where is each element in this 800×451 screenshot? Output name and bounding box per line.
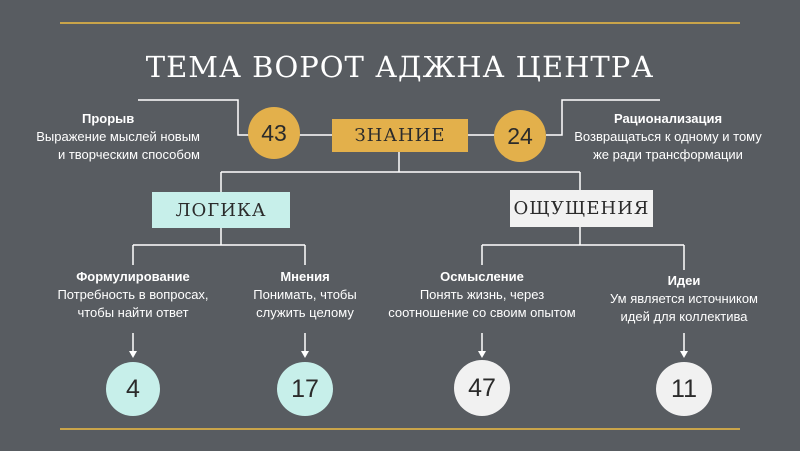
arrowhead-3 (478, 351, 486, 358)
arrowhead-2 (301, 351, 309, 358)
leaf-2-line-2: служить целому (256, 305, 354, 320)
gate-4-circle: 4 (106, 362, 160, 416)
connector-right-top (546, 99, 660, 136)
leaf-4-heading: Идеи (667, 273, 701, 288)
feelings-box: ОЩУЩЕНИЯ (510, 190, 653, 227)
page-title: ТЕМА ВОРОТ АДЖНА ЦЕНТРА (145, 50, 655, 84)
leaf-ideas: Идеи Ум является источником идей для кол… (594, 272, 774, 326)
leaf-3-heading: Осмысление (440, 269, 524, 284)
leaf-4-line-2: идей для коллектива (620, 309, 748, 324)
right-top-description: Рационализация Возвращаться к одному и т… (570, 110, 766, 164)
leaf-1-line-1: Потребность в вопросах, (57, 287, 209, 302)
leaf-3-line-2: соотношение со своим опытом (388, 305, 576, 320)
top-divider (60, 22, 740, 24)
logic-box: ЛОГИКА (152, 192, 290, 228)
gate-24-circle: 24 (494, 110, 546, 162)
left-top-line-2: и творческим способом (57, 147, 200, 162)
leaf-3-line-1: Понять жизнь, через (419, 287, 545, 302)
arrowhead-4 (680, 351, 688, 358)
gate-43-circle: 43 (248, 107, 300, 159)
gate-11-circle: 11 (656, 362, 712, 416)
right-top-heading: Рационализация (613, 111, 723, 126)
connector-left-top (138, 99, 250, 136)
bottom-divider (60, 428, 740, 430)
left-top-heading: Прорыв (82, 111, 135, 126)
leaf-4-line-1: Ум является источником (610, 291, 758, 306)
leaf-2-heading: Мнения (280, 269, 330, 284)
right-top-line-1: Возвращаться к одному и тому (574, 129, 762, 144)
leaf-opinions: Мнения Понимать, чтобы служить целому (230, 268, 380, 322)
center-knowledge-box: ЗНАНИЕ (332, 119, 468, 152)
arrowhead-1 (129, 351, 137, 358)
leaf-formulation: Формулирование Потребность в вопросах, ч… (38, 268, 228, 322)
leaf-comprehension: Осмысление Понять жизнь, через соотношен… (372, 268, 592, 322)
leaf-1-heading: Формулирование (76, 269, 190, 284)
gate-17-circle: 17 (277, 362, 333, 416)
left-top-line-1: Выражение мыслей новым (36, 129, 200, 144)
right-top-line-2: же ради трансформации (593, 147, 743, 162)
left-top-description: Прорыв Выражение мыслей новым и творческ… (0, 110, 200, 164)
leaf-1-line-2: чтобы найти ответ (77, 305, 189, 320)
gate-47-circle: 47 (454, 360, 510, 416)
leaf-2-line-1: Понимать, чтобы (253, 287, 357, 302)
